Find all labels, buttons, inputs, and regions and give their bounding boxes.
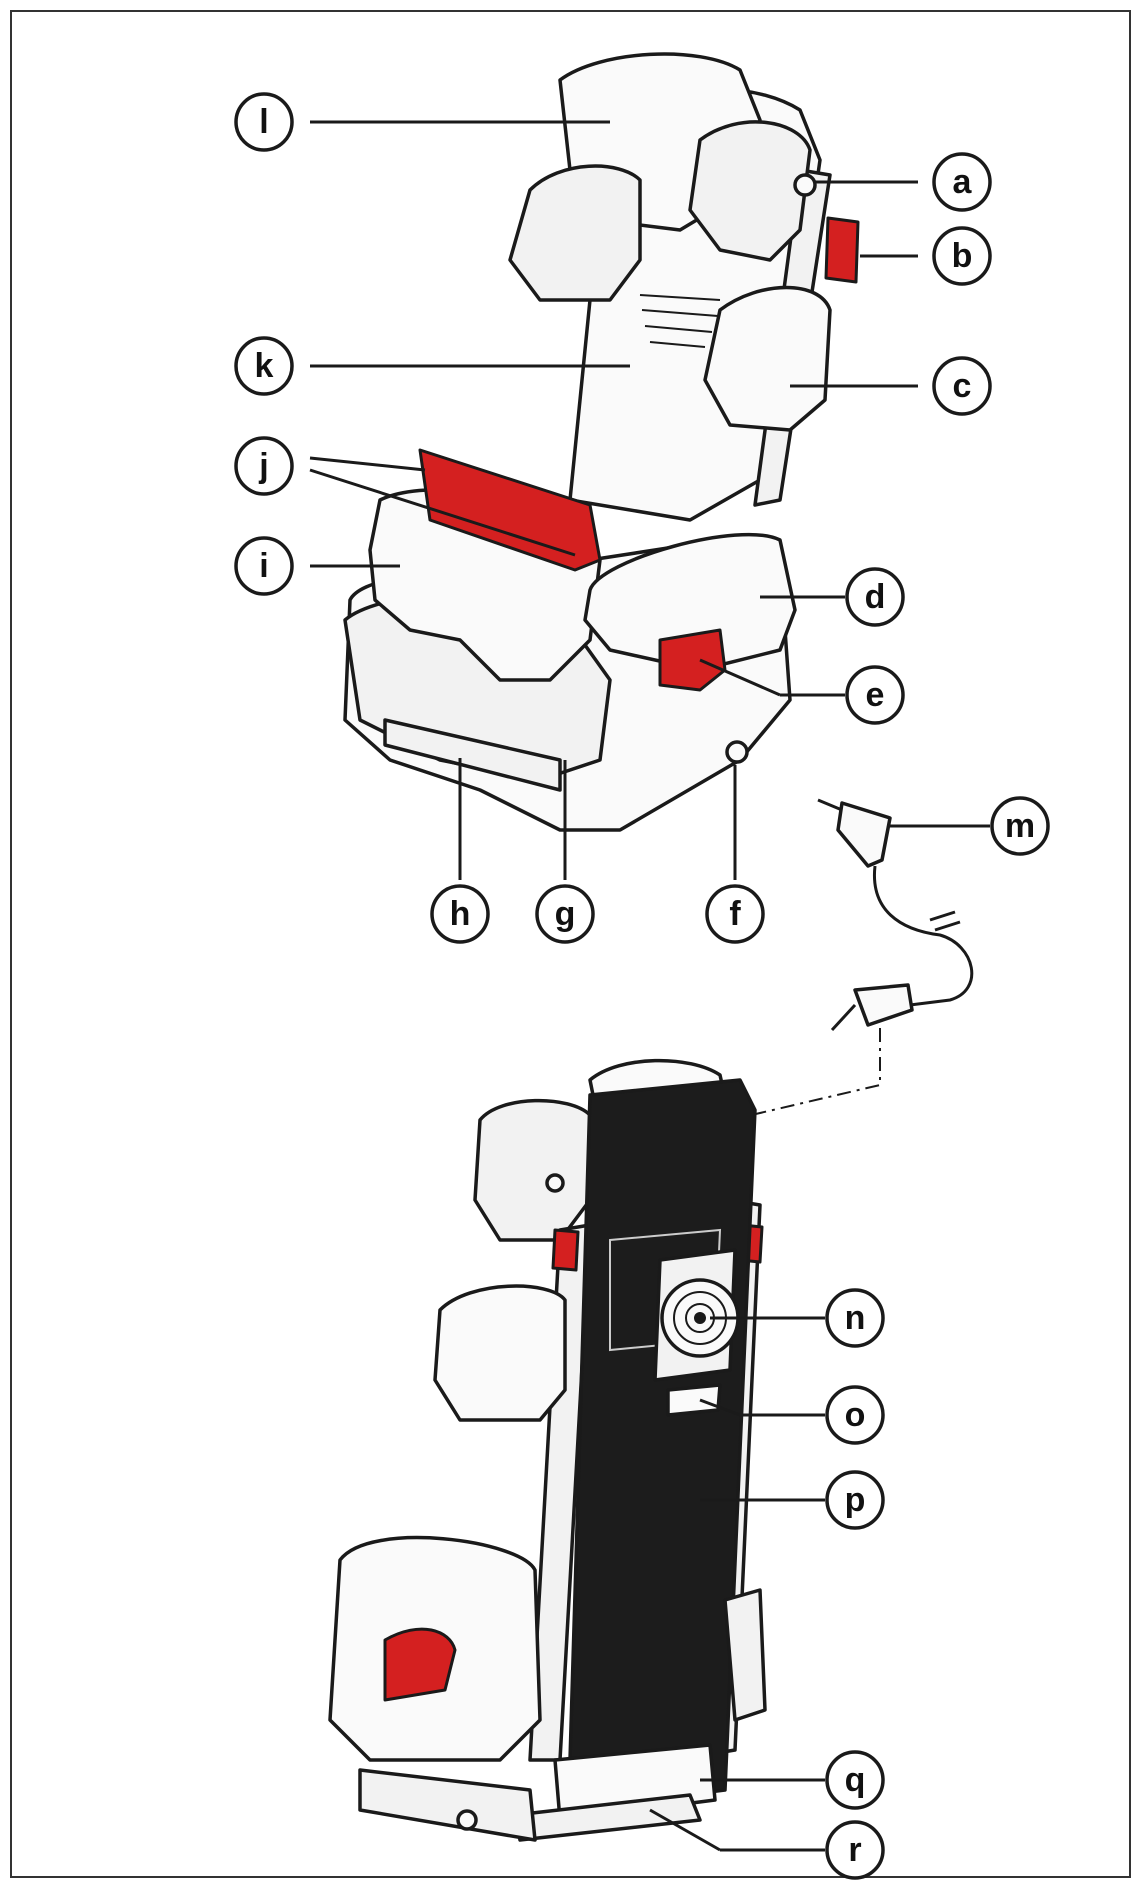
label-g: g xyxy=(555,895,576,933)
label-i: i xyxy=(259,547,268,585)
rear-shoulder-wing xyxy=(435,1286,565,1420)
label-p: p xyxy=(845,1481,866,1519)
label-r: r xyxy=(848,1831,861,1869)
rear-isofix-knob xyxy=(458,1811,476,1829)
label-k: k xyxy=(255,347,274,385)
label-d: d xyxy=(865,578,886,616)
shoulder-wing xyxy=(705,288,830,431)
label-q: q xyxy=(845,1761,866,1799)
rear-left-head-wing xyxy=(475,1101,590,1240)
callout-i: i xyxy=(236,538,292,594)
callout-f: f xyxy=(707,886,763,942)
callout-m: m xyxy=(992,798,1048,854)
callout-h: h xyxy=(432,886,488,942)
callout-d: d xyxy=(847,569,903,625)
callout-r: r xyxy=(827,1822,883,1878)
label-n: n xyxy=(845,1299,866,1337)
callout-k: k xyxy=(236,338,292,394)
rear-adjuster-left xyxy=(553,1230,578,1270)
callout-b: b xyxy=(934,228,990,284)
callout-o: o xyxy=(827,1387,883,1443)
callout-j: j xyxy=(236,438,292,494)
callout-e: e xyxy=(847,667,903,723)
label-e: e xyxy=(866,676,885,714)
jack-socket xyxy=(668,1385,720,1415)
back-panel xyxy=(565,1080,755,1810)
callout-n: n xyxy=(827,1290,883,1346)
isofix-knob xyxy=(727,742,747,762)
headrest-adjuster xyxy=(826,218,858,282)
callout-q: q xyxy=(827,1752,883,1808)
left-head-wing xyxy=(510,166,640,300)
label-h: h xyxy=(450,895,471,933)
front-view-seat xyxy=(345,54,858,830)
cable-plug-bottom xyxy=(855,985,912,1025)
label-f: f xyxy=(729,895,741,933)
rear-headrest-knob xyxy=(547,1175,563,1191)
label-a: a xyxy=(953,163,973,201)
label-b: b xyxy=(952,237,973,275)
label-j: j xyxy=(258,447,268,485)
cable-plug-top xyxy=(838,803,890,866)
headrest-knob xyxy=(795,175,815,195)
callout-l: l xyxy=(236,94,292,150)
label-o: o xyxy=(845,1396,866,1434)
callout-p: p xyxy=(827,1472,883,1528)
label-l: l xyxy=(259,103,268,141)
base-foot xyxy=(360,1770,535,1840)
rear-belt-clip xyxy=(385,1629,455,1700)
rear-view-seat xyxy=(330,1061,765,1840)
callout-a: a xyxy=(934,154,990,210)
label-m: m xyxy=(1005,807,1035,845)
label-c: c xyxy=(953,367,972,405)
callout-c: c xyxy=(934,358,990,414)
callout-g: g xyxy=(537,886,593,942)
